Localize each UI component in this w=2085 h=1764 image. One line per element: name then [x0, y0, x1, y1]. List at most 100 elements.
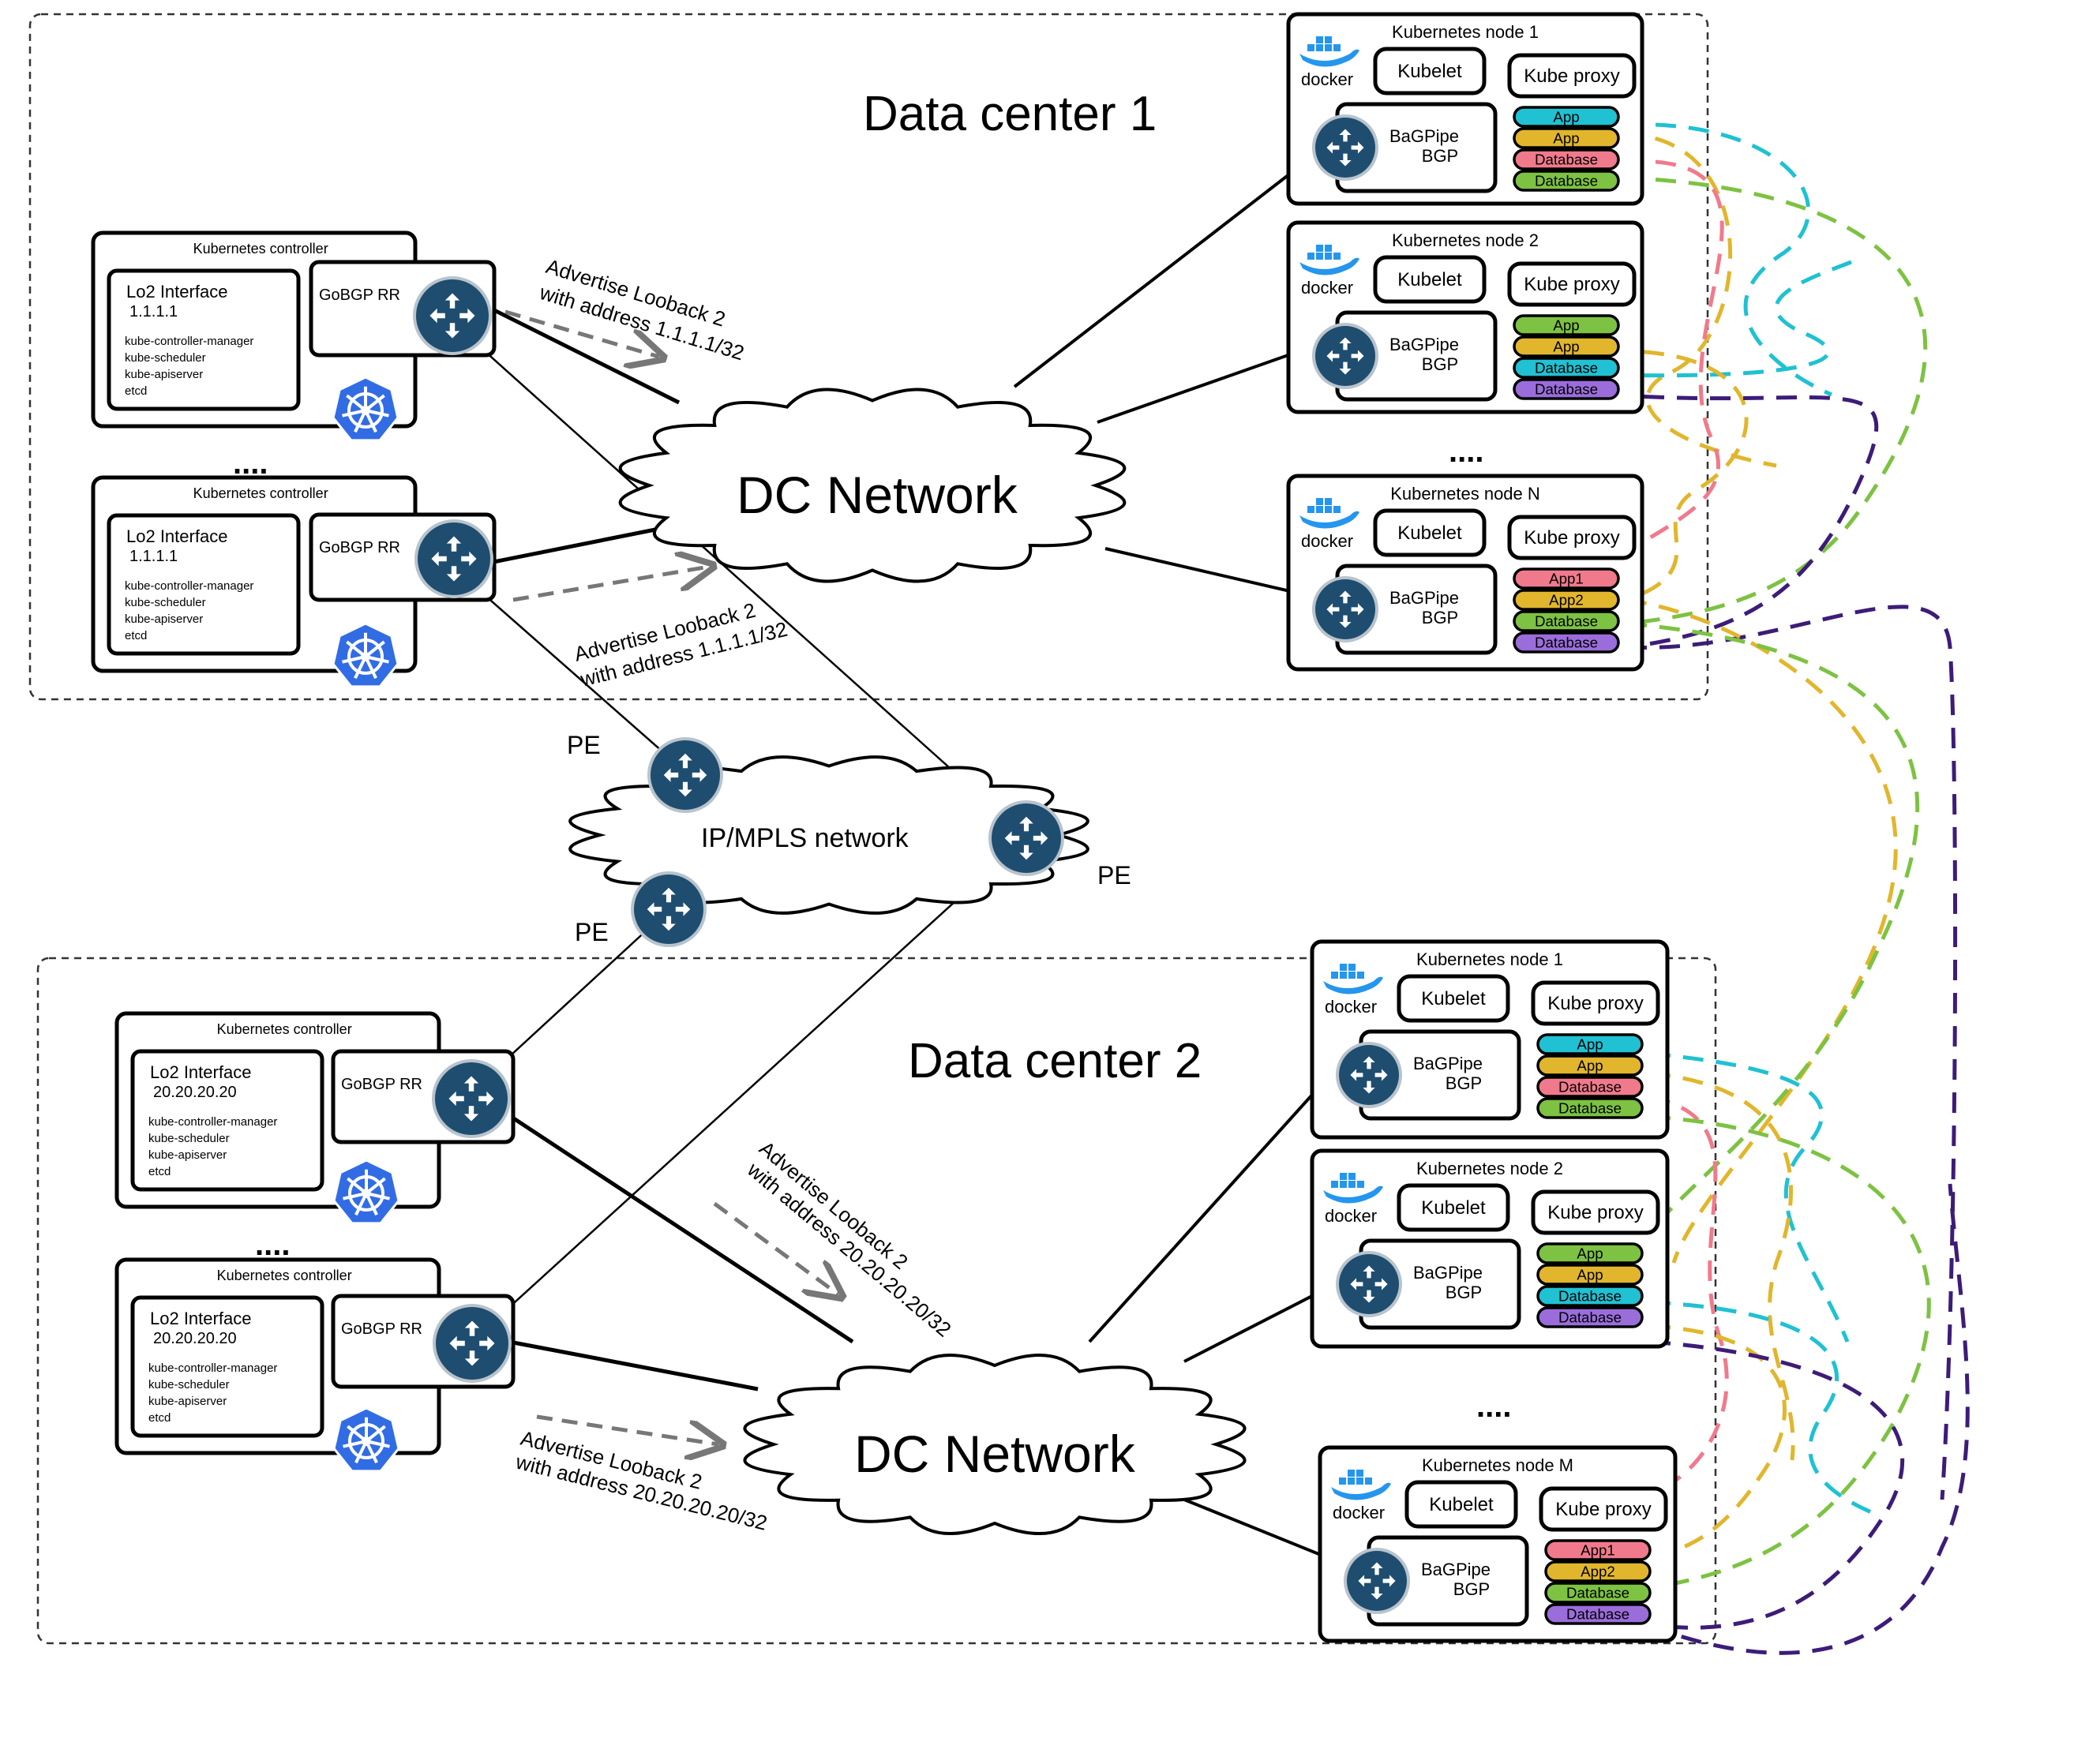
pod: App	[1513, 127, 1620, 149]
link-dcnet-node1	[1013, 156, 1312, 388]
bgp-label: BGP	[1446, 1073, 1482, 1093]
docker-container-block	[1348, 1470, 1355, 1477]
lo2-interface-title: Lo2 Interface	[150, 1062, 251, 1082]
kubelet-box	[1397, 974, 1510, 1023]
pod: Database	[1536, 1306, 1644, 1328]
lo2-interface-address: 1.1.1.1	[129, 548, 178, 565]
pe1-router-icon	[647, 737, 723, 813]
router-arrows-icon	[1358, 1562, 1396, 1600]
router-body	[1339, 1254, 1399, 1314]
docker-label: docker	[1325, 1206, 1377, 1226]
docker-label: docker	[1301, 69, 1353, 89]
pod: Database	[1513, 631, 1620, 654]
docker-container-block	[1316, 245, 1323, 252]
pod-shape	[1513, 589, 1620, 611]
k8s-spoke	[354, 410, 367, 433]
pod-label: App	[1553, 339, 1579, 355]
docker-container-block	[1348, 1181, 1356, 1188]
router-arrows-icon	[449, 1320, 495, 1366]
docker-label: docker	[1325, 997, 1377, 1017]
kube-proxy-box	[1507, 261, 1637, 307]
pod-label: App	[1577, 1245, 1603, 1262]
controller-process: kube-controller-manager	[148, 1115, 277, 1129]
router-body	[1315, 118, 1375, 178]
controller-process: etcd	[148, 1165, 171, 1178]
docker-container-block	[1316, 44, 1323, 51]
kubelet-label: Kubelet	[1397, 61, 1462, 82]
controller-process: kube-scheduler	[125, 596, 206, 609]
pod-shape	[1536, 1285, 1644, 1307]
lo2-interface-address: 20.20.20.20	[153, 1330, 237, 1347]
controller-process: etcd	[148, 1411, 171, 1425]
pod: Database	[1513, 610, 1620, 632]
docker-container-block	[1357, 1181, 1364, 1188]
lo2-interface-box	[130, 1049, 324, 1192]
kube-proxy-box	[1507, 53, 1637, 99]
docker-container-block	[1365, 1477, 1372, 1485]
pod-label: App	[1577, 1058, 1603, 1074]
bagpipe-router-icon	[1312, 323, 1378, 389]
docker-container-block	[1348, 972, 1356, 979]
lo2-interface-title: Lo2 Interface	[126, 282, 227, 301]
pod-label: Database	[1558, 1079, 1622, 1095]
k8s-spoke	[347, 1425, 368, 1443]
pod: Database	[1544, 1603, 1652, 1625]
pod: App1	[1513, 567, 1620, 590]
pod-label: App	[1577, 1036, 1603, 1053]
k8s-spoke	[365, 1177, 386, 1195]
pod-shape	[1536, 1264, 1644, 1286]
router-body	[416, 279, 489, 352]
docker-container-block	[1325, 36, 1332, 43]
k8s-spoke	[364, 640, 385, 658]
pod-label: Database	[1566, 1585, 1629, 1601]
controller-title: Kubernetes controller	[193, 485, 328, 501]
kube-proxy-box	[1507, 515, 1637, 560]
k8s-spoke	[354, 656, 367, 680]
pod-label: Database	[1566, 1606, 1629, 1623]
dc2-network-label: DC Network	[854, 1425, 1136, 1483]
bagpipe-label: BaGPipe	[1413, 1263, 1483, 1283]
docker-container-block	[1340, 1173, 1347, 1180]
docker-logo: docker	[1323, 964, 1383, 1017]
controller-process: kube-apiserver	[148, 1148, 227, 1162]
dc-network-cloud-1	[618, 388, 1127, 583]
controller-title: Kubernetes controller	[217, 1268, 352, 1283]
lo2-interface-address: 1.1.1.1	[129, 303, 178, 320]
kubelet-box	[1404, 1480, 1518, 1529]
router-arrows-icon	[1350, 1265, 1388, 1303]
router-arrows-icon	[448, 1076, 494, 1122]
pod-shape	[1513, 314, 1620, 336]
pod-shape	[1513, 335, 1620, 358]
pod-label: App	[1553, 109, 1579, 125]
pod-label: Database	[1535, 381, 1598, 398]
docker-container-block	[1331, 972, 1338, 979]
gobgp-rr-label: GoBGP RR	[341, 1320, 422, 1338]
dc1-rr1-router-icon	[413, 276, 492, 355]
kubelet-label: Kubelet	[1421, 1197, 1486, 1219]
k8s-spoke	[365, 655, 389, 664]
pod-shape	[1536, 1054, 1644, 1077]
pod-label: Database	[1535, 613, 1598, 630]
kube-proxy-box	[1531, 1189, 1660, 1235]
docker-container-block	[1325, 245, 1332, 252]
pod-label: App2	[1549, 592, 1584, 609]
pod: Database	[1513, 148, 1620, 170]
k8s-spoke	[342, 409, 366, 418]
kubelet-label: Kubelet	[1397, 269, 1462, 290]
pod: App	[1536, 1033, 1644, 1055]
pe2-router-icon	[631, 871, 707, 947]
docker-whale-icon	[1299, 49, 1359, 67]
dc1-k8s-logo-2	[332, 622, 399, 688]
pod-label: App1	[1549, 571, 1584, 587]
pod-shape	[1513, 106, 1620, 128]
pod-shape	[1513, 127, 1620, 149]
k8s-spoke	[346, 394, 367, 412]
link-rr1-pe3	[453, 323, 1027, 837]
flow-cyan-m1	[1649, 1051, 1850, 1343]
controller-process: kube-controller-manager	[125, 579, 253, 593]
dc2-k8s-logo-1	[332, 1159, 400, 1225]
k8s-spoke	[354, 1193, 368, 1216]
pod-shape	[1513, 170, 1620, 192]
